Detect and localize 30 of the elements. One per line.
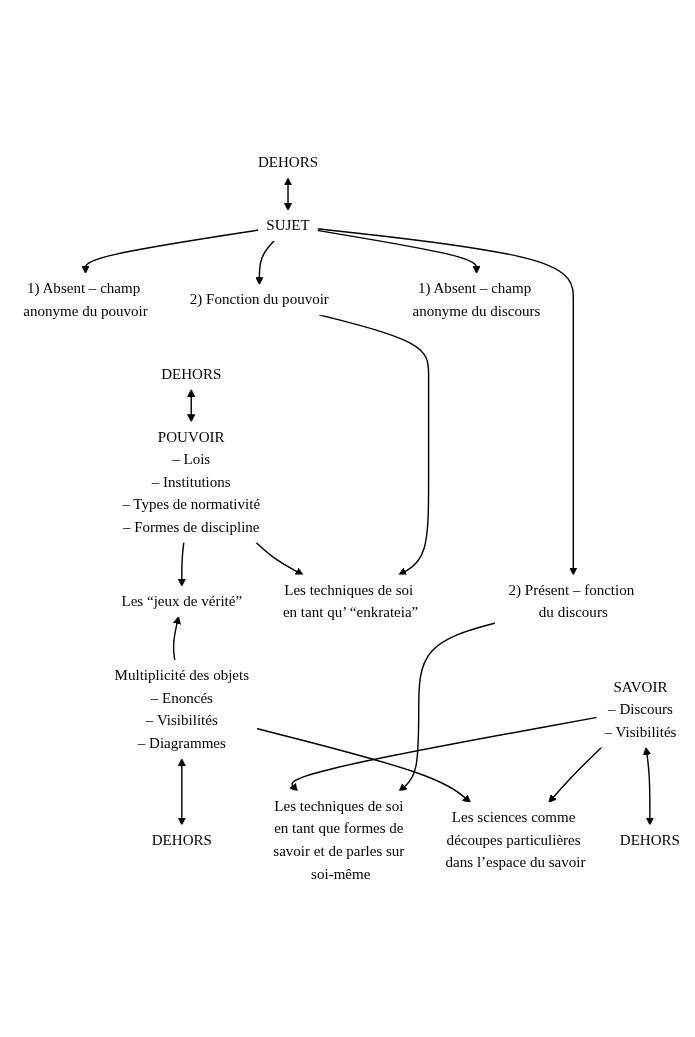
- node-text: SAVOIR – Discours – Visibilités: [604, 678, 677, 740]
- arrow: [398, 622, 496, 792]
- arrow: [81, 229, 260, 275]
- node-text: 1) Absent – champ anonyme du pouvoir: [23, 280, 148, 319]
- arrow: [172, 616, 181, 662]
- node-text: DEHORS: [257, 154, 319, 171]
- arrow: [642, 747, 654, 826]
- arrow: [316, 229, 481, 275]
- arrow: [177, 541, 186, 587]
- node-text: DEHORS: [161, 365, 222, 382]
- node-text: Les “jeux de vérité”: [121, 593, 243, 610]
- node-text: Multiplicité des objets – Enoncés – Visibilités – Diagrammes: [114, 667, 250, 752]
- arrow: [187, 389, 196, 423]
- node-text: Les techniques de soi en tant qu’ “enkrateia”: [282, 581, 419, 621]
- node-text: 2) Fonction du pouvoir: [189, 291, 329, 308]
- arrow: [548, 746, 603, 804]
- node-text: POUVOIR – Lois – Institutions – Types de normativité – Formes de discipline: [122, 428, 261, 535]
- node-text: 1) Absent – champ anonyme du discours: [412, 280, 541, 319]
- arrow: [255, 240, 276, 286]
- node-text: Les sciences comme découpes particulières dans l’espace du savoir: [445, 809, 586, 871]
- arrow: [177, 758, 186, 826]
- node-text: DEHORS: [151, 831, 212, 848]
- arrow: [316, 228, 578, 576]
- node-text: 2) Présent – fonction du discours: [508, 581, 635, 621]
- arrow: [289, 716, 598, 792]
- node-text: Les techniques de soi en tant que formes de savoir et de parles sur soi-même: [273, 798, 405, 882]
- node-text: SUJET: [266, 217, 310, 234]
- arrow: [255, 728, 471, 804]
- node-text: DEHORS: [619, 831, 680, 848]
- arrow: [255, 541, 304, 576]
